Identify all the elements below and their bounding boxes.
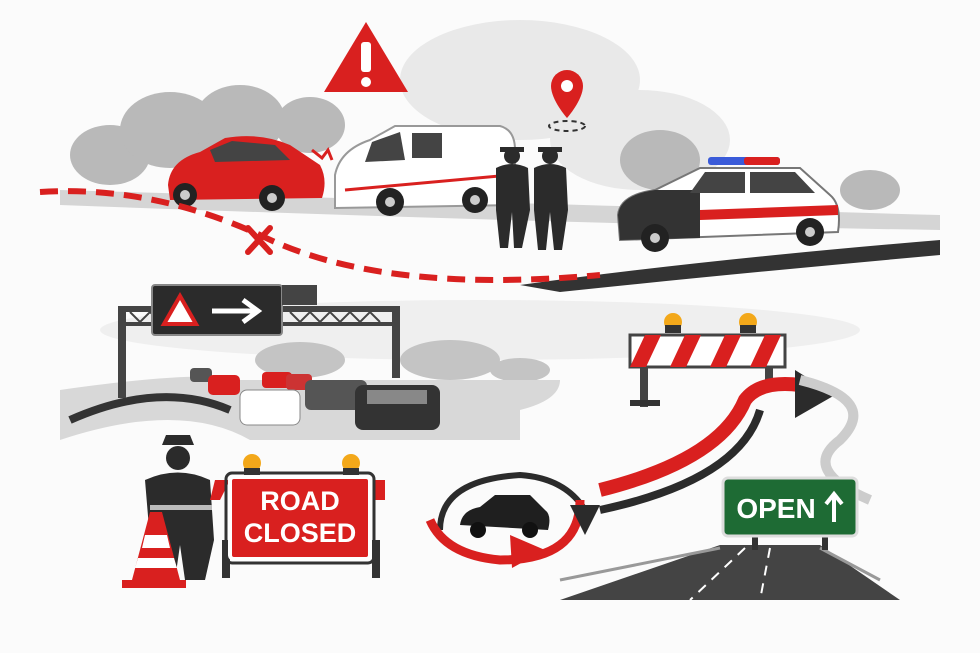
barrier bbox=[628, 313, 787, 407]
road-closed-line2: CLOSED bbox=[244, 518, 357, 548]
detour-curved-arrow bbox=[598, 377, 801, 497]
guard-rail bbox=[559, 546, 881, 582]
warning-triangle-icon bbox=[160, 291, 200, 326]
road-lane-markings bbox=[689, 547, 771, 601]
x-mark-icon bbox=[245, 225, 273, 255]
open-sign bbox=[721, 476, 859, 550]
detour-dashed-path bbox=[39, 188, 601, 283]
traffic-cars bbox=[190, 368, 440, 430]
red-crashed-car bbox=[168, 136, 334, 211]
road-closed-line1: ROAD bbox=[260, 486, 340, 516]
tree-silhouettes-middle bbox=[255, 340, 550, 382]
open-road bbox=[560, 545, 900, 600]
road-top bbox=[520, 240, 940, 292]
police-car bbox=[616, 157, 840, 252]
highway-curve bbox=[68, 393, 232, 424]
arrow-right-icon bbox=[212, 297, 263, 325]
u-turn-arrows-with-car bbox=[425, 471, 600, 568]
white-van bbox=[334, 125, 516, 216]
traffic-cone bbox=[122, 512, 186, 588]
arrow-up-icon bbox=[824, 490, 844, 522]
warning-triangle-icon bbox=[324, 22, 408, 92]
location-pin-icon bbox=[548, 70, 586, 132]
police-officers bbox=[496, 147, 568, 250]
overhead-gantry bbox=[118, 284, 400, 398]
road-closed-sign bbox=[210, 454, 385, 578]
detour-arrow-shadow bbox=[599, 408, 764, 514]
open-sign-text: OPEN bbox=[736, 493, 815, 524]
